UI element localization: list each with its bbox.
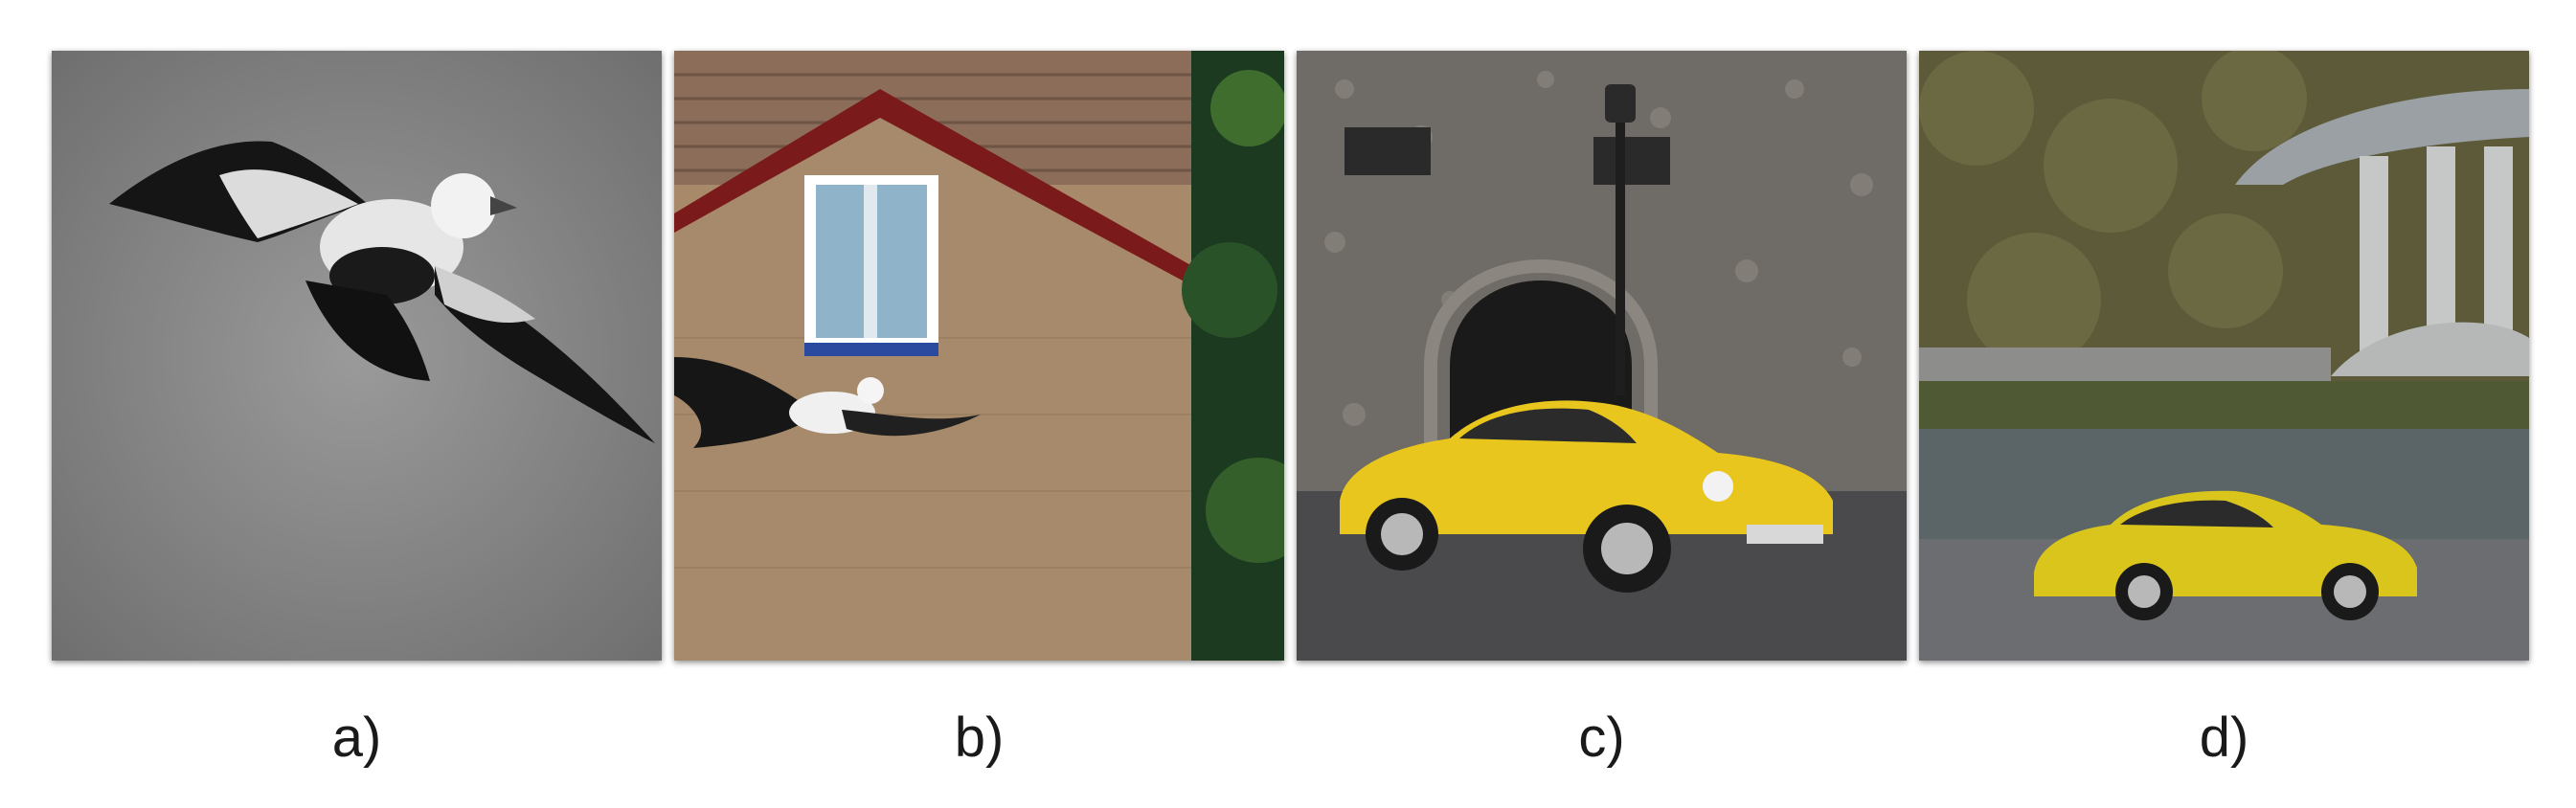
panel-label-b: b)	[954, 707, 1005, 769]
image-panel-c	[1297, 51, 1907, 661]
yellow-car-river-bridge-image	[1919, 51, 2529, 661]
image-panel-a	[52, 51, 662, 661]
bird-in-gray-sky-image	[52, 51, 662, 661]
panel-label-a: a)	[331, 707, 382, 769]
image-panel-b	[674, 51, 1284, 661]
panel-label-d: d)	[2199, 707, 2249, 769]
panel-label-c: c)	[1578, 707, 1625, 769]
bird-flying-by-house-image	[674, 51, 1284, 661]
image-panel-d	[1919, 51, 2529, 661]
yellow-car-stone-wall-image	[1297, 51, 1907, 661]
